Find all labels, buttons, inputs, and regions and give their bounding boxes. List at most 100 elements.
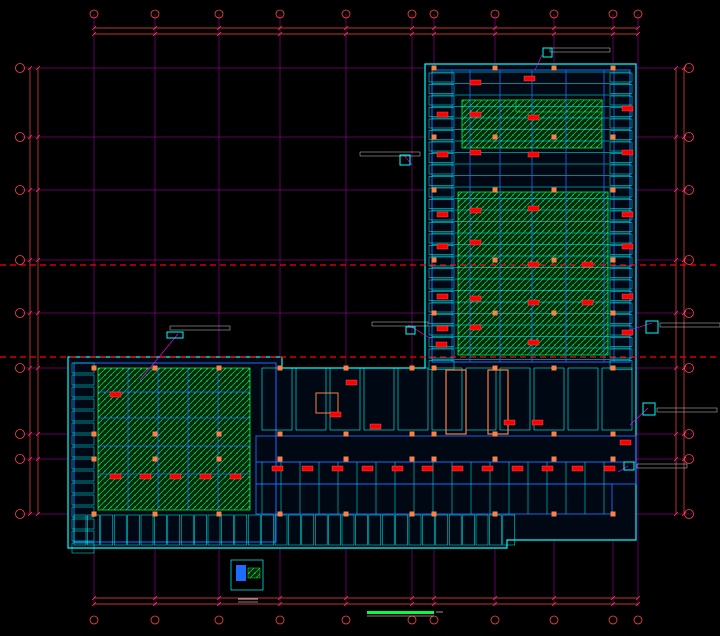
tower-cell — [609, 141, 633, 152]
tower-cell — [428, 118, 455, 129]
room-tag — [169, 473, 182, 480]
axis-bubble-left — [15, 363, 25, 373]
callout-marker — [542, 47, 553, 58]
column — [431, 257, 437, 263]
axis-bubble-bottom — [608, 615, 618, 625]
axis-bubble-left — [15, 63, 25, 73]
wing-edge-cell — [71, 494, 95, 506]
axis-bubble-right — [684, 255, 694, 265]
callout-marker — [166, 331, 184, 339]
wing-edge-cell — [71, 458, 95, 470]
axis-bubble-bottom — [214, 615, 224, 625]
room-tag — [503, 419, 516, 426]
room-block — [499, 367, 531, 431]
wing-cell — [422, 514, 435, 546]
tower-cell — [428, 187, 455, 198]
axis-bubble-bottom — [490, 615, 500, 625]
column — [277, 431, 283, 437]
tower-cell — [428, 84, 455, 94]
stair-core — [445, 369, 467, 435]
callout-leader — [629, 407, 649, 426]
tower-cell — [609, 199, 633, 209]
tower-cell — [609, 84, 633, 94]
axis-bubble-top — [633, 9, 643, 19]
room-tag — [621, 293, 634, 300]
room-tag — [581, 299, 594, 306]
axis-bubble-left — [15, 509, 25, 519]
column — [551, 365, 557, 371]
room-block — [601, 367, 633, 431]
room-block — [567, 367, 599, 431]
room-tag — [436, 243, 449, 250]
wing-cell — [73, 514, 87, 546]
wing-cell — [314, 514, 328, 546]
column — [216, 365, 222, 371]
tower-cell — [428, 256, 455, 267]
column — [91, 511, 97, 517]
column — [551, 310, 557, 316]
tower-cell — [609, 302, 633, 313]
column — [610, 310, 616, 316]
axis-bubble-top — [429, 9, 439, 19]
column — [277, 365, 283, 371]
column — [431, 310, 437, 316]
room-tag — [331, 465, 344, 472]
room-tag — [329, 411, 342, 418]
column — [277, 456, 283, 462]
column — [152, 456, 158, 462]
column — [277, 511, 283, 517]
column — [431, 511, 437, 517]
column — [492, 187, 498, 193]
axis-bubble-bottom — [89, 615, 99, 625]
wing-cell — [381, 514, 395, 546]
wing-cell — [207, 514, 221, 546]
room-tag — [469, 149, 482, 156]
column — [610, 365, 616, 371]
room-tag — [469, 324, 482, 331]
room-tag — [511, 465, 524, 472]
wing-cell — [140, 514, 154, 546]
tower-cell — [609, 268, 633, 278]
tower-cell — [609, 245, 633, 255]
room-tag — [469, 79, 482, 86]
room-tag — [527, 151, 540, 158]
tower-cell — [428, 199, 455, 209]
room-tag — [361, 465, 374, 472]
room-tag — [523, 75, 536, 82]
room-tag — [621, 243, 634, 250]
column — [343, 365, 349, 371]
wing-edge-cell — [71, 542, 95, 554]
legend-swatch — [236, 565, 246, 581]
axis-bubble-top — [549, 9, 559, 19]
wing-cell — [154, 514, 167, 546]
column — [551, 456, 557, 462]
hatched-slab — [515, 99, 603, 113]
tower-cell — [428, 302, 455, 313]
column — [431, 187, 437, 193]
tower-cell — [609, 233, 633, 244]
column — [551, 431, 557, 437]
room-tag — [199, 473, 212, 480]
axis-bubble-top — [407, 9, 417, 19]
callout-marker — [642, 402, 656, 416]
room-tag — [621, 329, 634, 336]
wing-cell — [194, 514, 207, 546]
scale-bar — [367, 611, 443, 617]
wing-cell — [234, 514, 248, 546]
callout-leader — [403, 154, 413, 166]
column — [216, 456, 222, 462]
room-block — [431, 367, 463, 431]
room-tag — [527, 339, 540, 346]
tower-cell — [428, 130, 455, 140]
wing-edge-cell — [71, 470, 95, 482]
room-tag — [435, 341, 448, 348]
wing-cell — [100, 514, 114, 546]
tower-cell — [428, 279, 455, 290]
room-tag — [481, 465, 494, 472]
column — [610, 257, 616, 263]
legend-frame — [230, 559, 264, 591]
callout-tag — [359, 151, 421, 157]
wing-cell — [127, 514, 140, 546]
room-tag — [436, 211, 449, 218]
